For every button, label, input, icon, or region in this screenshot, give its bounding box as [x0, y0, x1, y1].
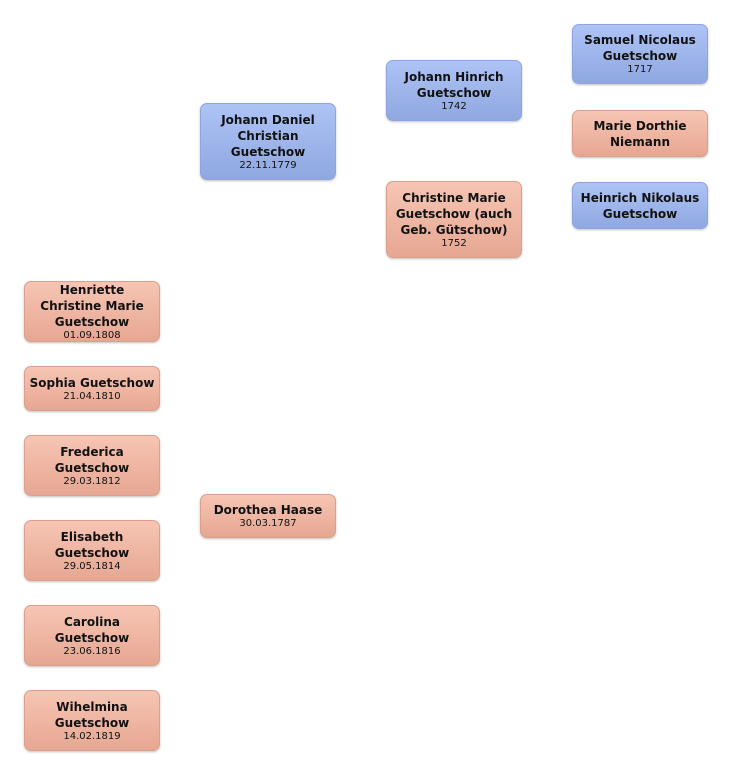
person-card-sophia-guetschow[interactable]: Sophia Guetschow 21.04.1810: [24, 366, 160, 411]
person-date: 22.11.1779: [239, 159, 297, 171]
person-date: 29.05.1814: [63, 560, 121, 572]
person-date: 23.06.1816: [63, 645, 121, 657]
person-name: Henriette Christine Marie Guetschow: [40, 282, 144, 329]
person-date: 14.02.1819: [63, 730, 121, 742]
person-card-johann-hinrich-guetschow[interactable]: Johann Hinrich Guetschow 1742: [386, 60, 522, 121]
person-card-carolina-guetschow[interactable]: Carolina Guetschow 23.06.1816: [24, 605, 160, 666]
person-date: 1752: [441, 237, 467, 249]
person-name: Johann Hinrich Guetschow: [404, 69, 504, 100]
person-name: Carolina Guetschow: [54, 614, 130, 645]
person-date: 21.04.1810: [63, 390, 121, 402]
person-card-samuel-nicolaus-guetschow[interactable]: Samuel Nicolaus Guetschow 1717: [572, 24, 708, 84]
person-name: Elisabeth Guetschow: [54, 529, 130, 560]
person-card-frederica-guetschow[interactable]: Frederica Guetschow 29.03.1812: [24, 435, 160, 496]
person-card-marie-dorthie-niemann[interactable]: Marie Dorthie Niemann: [572, 110, 708, 157]
person-date: 1717: [627, 64, 653, 75]
person-date: 30.03.1787: [239, 518, 297, 529]
person-name: Sophia Guetschow: [29, 375, 155, 390]
person-name: Frederica Guetschow: [54, 444, 130, 475]
person-name: Samuel Nicolaus Guetschow: [584, 33, 696, 63]
person-card-wihelmina-guetschow[interactable]: Wihelmina Guetschow 14.02.1819: [24, 690, 160, 751]
person-name: Johann Daniel Christian Guetschow: [221, 112, 315, 159]
person-card-heinrich-nikolaus-guetschow[interactable]: Heinrich Nikolaus Guetschow: [572, 182, 708, 229]
person-card-dorothea-haase[interactable]: Dorothea Haase 30.03.1787: [200, 494, 336, 538]
person-name: Marie Dorthie Niemann: [593, 118, 687, 149]
person-name: Christine Marie Guetschow (auch Geb. Güt…: [395, 190, 513, 237]
person-date: 01.09.1808: [63, 329, 121, 341]
person-name: Wihelmina Guetschow: [54, 699, 130, 730]
person-card-elisabeth-guetschow[interactable]: Elisabeth Guetschow 29.05.1814: [24, 520, 160, 581]
person-date: 29.03.1812: [63, 475, 121, 487]
person-card-christine-marie-guetschow[interactable]: Christine Marie Guetschow (auch Geb. Güt…: [386, 181, 522, 258]
person-date: 1742: [441, 100, 467, 112]
person-name: Dorothea Haase: [213, 503, 323, 517]
person-name: Heinrich Nikolaus Guetschow: [580, 190, 700, 221]
person-card-henriette-christine-marie-guetschow[interactable]: Henriette Christine Marie Guetschow 01.0…: [24, 281, 160, 342]
person-card-johann-daniel-christian-guetschow[interactable]: Johann Daniel Christian Guetschow 22.11.…: [200, 103, 336, 180]
